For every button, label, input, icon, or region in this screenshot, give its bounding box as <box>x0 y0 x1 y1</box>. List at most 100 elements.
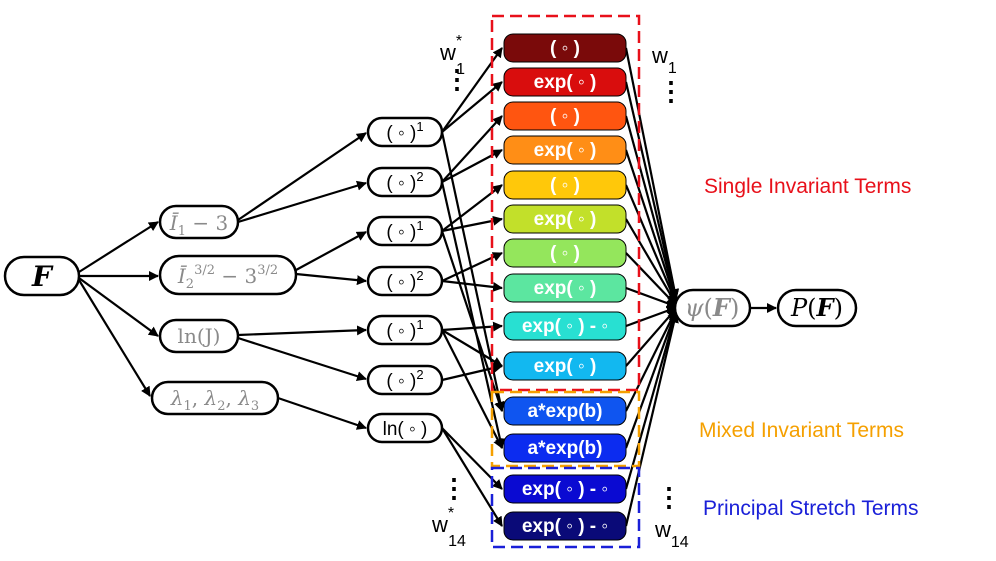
single-invariant-title: Single Invariant Terms <box>704 175 911 198</box>
edge-arrow <box>237 336 367 382</box>
term-node-label: ( ◦ ) <box>550 175 580 196</box>
term-node-label: ( ◦ ) <box>550 243 580 264</box>
power-node: ( ◦ )2 <box>366 166 444 198</box>
edge-arrow <box>78 221 159 273</box>
term-node-label: exp( ◦ ) <box>534 278 597 299</box>
term-node: exp( ◦ ) <box>503 135 627 165</box>
psi-node-label: ψ(F) <box>685 293 740 322</box>
term-node: exp( ◦ ) <box>503 351 627 381</box>
term-node: exp( ◦ ) - ◦ <box>503 511 627 541</box>
power-node-exponent: 1 <box>416 317 423 332</box>
edge-arrow <box>624 47 680 299</box>
edge-arrow <box>625 309 677 412</box>
term-node-label: exp( ◦ ) <box>534 209 597 230</box>
invariant-lambda-label: λ1, λ2, λ3 <box>170 386 259 414</box>
term-node-label: exp( ◦ ) <box>534 356 597 377</box>
psi-node: ψ(F) <box>673 288 752 328</box>
invariant-node-lnJ: ln(J) <box>158 318 240 354</box>
principal-stretch-group-box <box>490 466 641 549</box>
weight-w-14: w14 <box>654 517 689 551</box>
term-node: ( ◦ ) <box>503 33 627 63</box>
power-node: ( ◦ )1 <box>366 116 444 148</box>
power-node: ( ◦ )1 <box>366 215 444 247</box>
weight-w-1: w1 <box>651 43 677 77</box>
term-node-label: a*exp(b) <box>528 438 603 459</box>
power-node-label: ( ◦ )1 <box>386 317 423 342</box>
power-node-label: ln( ◦ ) <box>383 419 428 440</box>
output-node: P(F) <box>776 288 858 328</box>
edge-arrow <box>624 312 679 527</box>
weight-w-star-1-ellipsis: ⋮ <box>444 64 470 94</box>
edge-arrow <box>277 396 367 430</box>
power-node-exponent: 2 <box>416 169 423 184</box>
power-node-exponent: 2 <box>416 268 423 283</box>
edge-arrow <box>625 286 677 308</box>
output-node-label: P(F) <box>790 293 843 322</box>
power-node: ln( ◦ ) <box>366 412 444 444</box>
term-node: exp( ◦ ) - ◦ <box>503 474 627 504</box>
term-node: exp( ◦ ) <box>503 273 627 303</box>
edge-arrow <box>295 272 367 286</box>
power-node: ( ◦ )2 <box>366 265 444 297</box>
input-node-label: F <box>31 260 54 293</box>
edge-arrow <box>295 231 367 271</box>
term-node: exp( ◦ ) <box>503 67 627 97</box>
edge-arrow <box>78 279 151 397</box>
edge-arrow <box>624 311 679 490</box>
term-node: a*exp(b) <box>503 396 627 426</box>
term-node: ( ◦ ) <box>503 238 627 268</box>
power-node-exponent: 1 <box>416 218 423 233</box>
power-nodes: ( ◦ )1 ( ◦ )2 ( ◦ )1 ( ◦ )2 ( ◦ )1 ( ◦ )2 ln( … <box>366 116 444 444</box>
edge-arrow <box>625 252 677 306</box>
edge-arrow <box>440 181 505 449</box>
edge-arrow <box>624 184 678 304</box>
power-node: ( ◦ )2 <box>366 364 444 396</box>
weight-w-star-14-ellipsis: ⋮ <box>441 473 467 503</box>
term-node-label: exp( ◦ ) - ◦ <box>522 316 608 337</box>
term-node-label: ( ◦ ) <box>550 106 580 127</box>
term-node: ( ◦ ) <box>503 170 627 200</box>
edge-arrow <box>624 310 678 449</box>
edge-arrow <box>237 132 367 221</box>
term-node-label: exp( ◦ ) <box>534 140 597 161</box>
weight-w-star-14: w*14 <box>431 505 466 550</box>
edge-arrow <box>441 115 503 183</box>
power-node: ( ◦ )1 <box>366 314 444 346</box>
term-node-label: exp( ◦ ) - ◦ <box>522 516 608 537</box>
single-invariant-group-box <box>490 14 641 392</box>
invariant-I1-label: Ī1 − 3 <box>169 211 228 239</box>
term-node: exp( ◦ ) <box>503 204 627 234</box>
mixed-invariant-title: Mixed Invariant Terms <box>699 419 904 442</box>
edge-arrow <box>441 81 503 133</box>
edge-arrow <box>441 427 503 527</box>
weight-w-1-ellipsis: ⋮ <box>658 76 684 106</box>
edge-arrow <box>624 81 679 301</box>
edge-arrow <box>624 115 679 302</box>
term-node-label: exp( ◦ ) - ◦ <box>522 479 608 500</box>
invariant-lnJ-label: ln(J) <box>178 324 221 348</box>
edge-arrow <box>625 218 677 305</box>
invariant-node-lambda: λ1, λ2, λ3 <box>150 380 280 416</box>
edge-arrow <box>237 325 367 337</box>
invariant-I2-label: Ī23/2 − 33/2 <box>177 263 278 292</box>
edge-arrow <box>78 277 159 337</box>
edge-arrow <box>441 279 503 292</box>
mixed-invariant-group-box <box>490 390 641 468</box>
term-node: exp( ◦ ) - ◦ <box>503 311 627 341</box>
term-node-label: a*exp(b) <box>528 401 603 422</box>
term-node-label: exp( ◦ ) <box>534 72 597 93</box>
term-node: a*exp(b) <box>503 433 627 463</box>
term-node-label: ( ◦ ) <box>550 38 580 59</box>
invariant-node-I2: Ī23/2 − 33/2 <box>158 254 298 296</box>
term-nodes: ( ◦ ) exp( ◦ ) ( ◦ ) exp( ◦ ) ( ◦ ) exp( ◦ ) (… <box>503 33 627 541</box>
edge-arrow <box>237 180 367 224</box>
power-node-exponent: 2 <box>416 367 423 382</box>
power-node-exponent: 1 <box>416 119 423 134</box>
term-node: ( ◦ ) <box>503 101 627 131</box>
input-node-F: F <box>3 255 81 297</box>
invariant-node-I1: Ī1 − 3 <box>158 204 240 240</box>
edge-arrow <box>624 149 678 303</box>
principal-stretch-title: Principal Stretch Terms <box>703 497 919 520</box>
weight-w-14-ellipsis: ⋮ <box>656 482 682 512</box>
